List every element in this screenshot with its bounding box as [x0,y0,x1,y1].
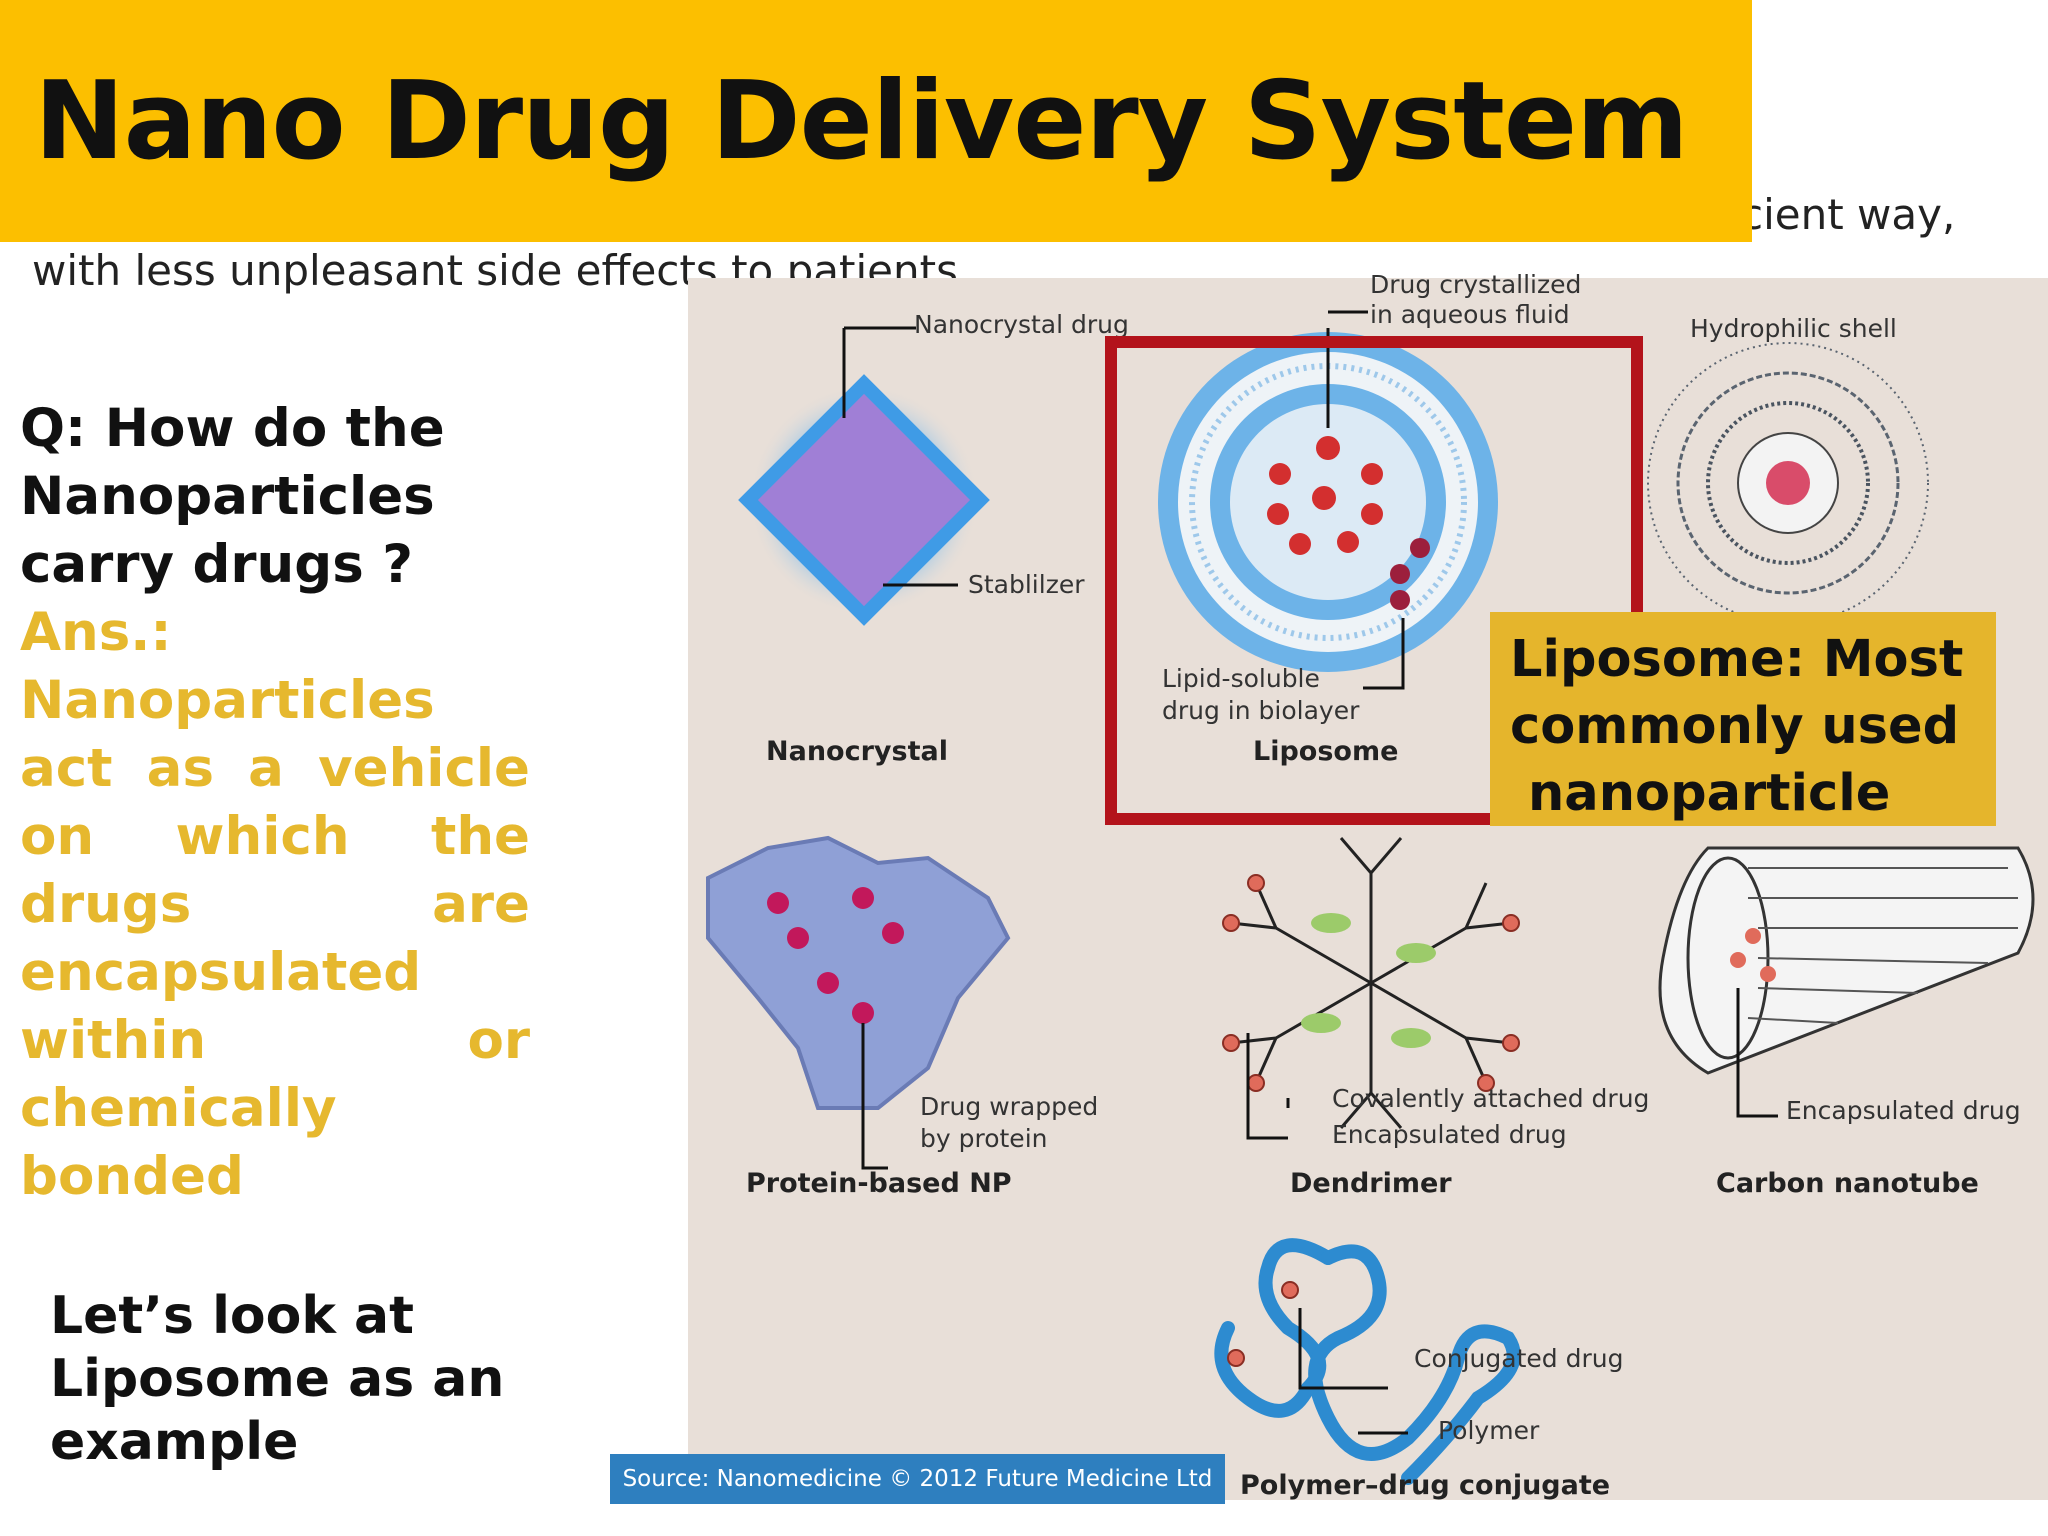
answer-text: Nanoparticles act as a vehicle on which … [20,670,530,1207]
figure-art [701,310,2035,1485]
label-drug-wrapped: Drug wrapped [920,1092,1099,1121]
label-conjugated-drug: Conjugated drug [1414,1344,1624,1373]
label-stabilizer: Stablilzer [968,570,1085,599]
label-drug-crystallized: Drug crystallized [1370,270,1582,299]
label-nanocrystal-drug: Nanocrystal drug [914,310,1129,339]
polymer-conjugate-shape [1214,1238,1521,1485]
label-polymer: Polymer [1438,1416,1540,1445]
caption-liposome: Liposome [1253,736,1399,767]
label-encapsulated-drug-dendrimer: Encapsulated drug [1332,1120,1567,1149]
protein-np-shape [706,835,1011,1110]
liposome-highlight-box [1105,336,1643,825]
nanoparticle-figure: Nanocrystal drug Stablilzer Nanocrystal … [688,270,2048,1501]
example-text: Let’s look at Liposome as an example [50,1286,505,1472]
callout-line-2: commonly used [1510,697,1960,756]
nanocrystal-shape [701,337,1027,663]
answer-heading: Ans.: [20,602,172,663]
carbon-nanotube-shape [1658,846,2035,1075]
qa-block: Q: How do the Nanoparticles carry drugs … [20,395,530,1211]
label-covalently-attached-drug: Covalently attached drug [1332,1084,1650,1113]
callout-line-3: nanoparticle [1528,764,1891,823]
label-encapsulated-drug-nanotube: Encapsulated drug [1786,1096,2021,1125]
intro-fragment: cient way, [1740,190,1956,239]
title-bar: Nano Drug Delivery System [0,0,1752,242]
caption-dendrimer: Dendrimer [1290,1168,1452,1199]
label-by-protein: by protein [920,1124,1048,1153]
label-drug-in-bilayer: drug in biolayer [1162,696,1360,725]
caption-nanocrystal: Nanocrystal [766,736,948,767]
question-text: Q: How do the Nanoparticles carry drugs … [20,398,445,595]
slide-title: Nano Drug Delivery System [34,58,1688,184]
callout-line-1: Liposome: Most [1510,630,1964,689]
caption-carbon-nanotube: Carbon nanotube [1716,1168,1979,1199]
figure-source: Source: Nanomedicine © 2012 Future Medic… [610,1454,1225,1504]
label-hydrophilic-shell: Hydrophilic shell [1690,314,1897,343]
caption-polymer-conjugate: Polymer–drug conjugate [1240,1470,1611,1501]
caption-protein-np: Protein-based NP [746,1168,1012,1199]
micelle-shape [1647,342,1929,683]
liposome-callout: Liposome: Most commonly used nanoparticl… [1490,612,1996,826]
dendrimer-shape [1222,837,1520,1129]
label-aqueous-fluid: in aqueous fluid [1370,300,1570,329]
label-lipid-soluble: Lipid-soluble [1162,664,1320,693]
